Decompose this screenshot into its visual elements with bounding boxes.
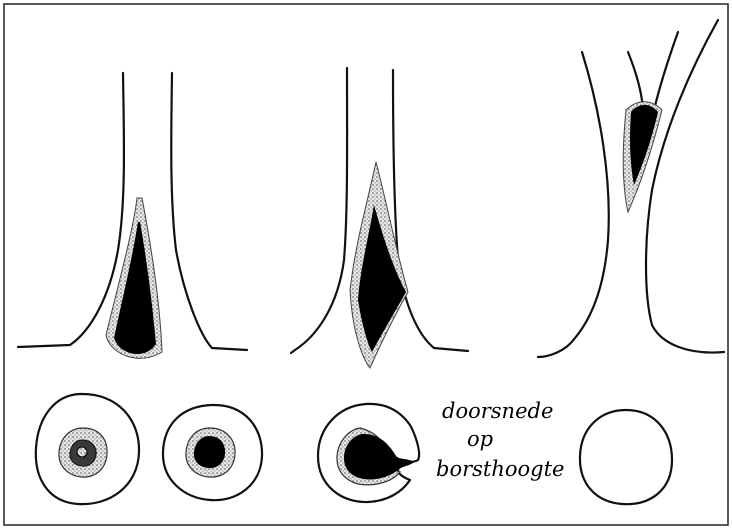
annotation-line-1: doorsnede [442,399,553,423]
cross-section-4-outer [580,410,672,504]
tree-3-fork-left [628,52,643,110]
cross-section-2 [163,405,262,500]
cross-section-1 [36,394,139,504]
cross-section-1-pith [77,447,87,457]
tree-3-wound-cavity [630,105,658,185]
tree-3-fork-right [654,32,678,110]
tree-3 [538,20,724,357]
tree-3-trunk-left [538,52,609,357]
tree-3-trunk-right [646,20,724,353]
tree-2-trunk-left [291,68,347,353]
cross-section-4 [580,410,672,504]
cross-section-3-cavity [344,434,414,480]
annotation-line-3: borsthoogte [436,457,564,481]
tree-1-trunk-right [171,73,247,350]
tree-1 [18,73,247,358]
annotation-line-2: op [467,427,493,451]
tree-2 [291,68,468,368]
tree-2-trunk-right [393,70,468,351]
cross-section-3 [318,404,419,502]
tree-1-trunk-left [18,73,124,347]
